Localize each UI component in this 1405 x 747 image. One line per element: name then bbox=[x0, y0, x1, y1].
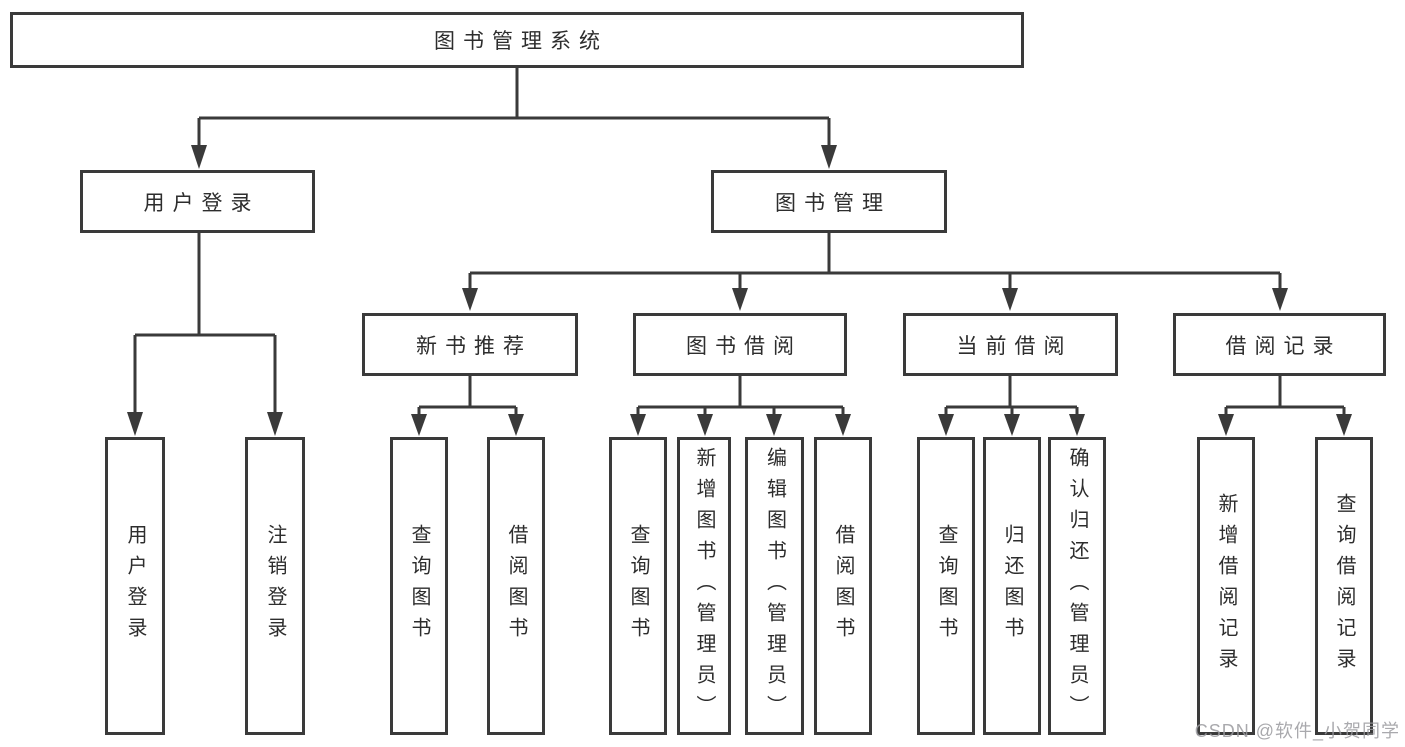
leaf-borrow-books-recommend: 借阅图书 bbox=[487, 437, 545, 735]
leaf-logout: 注销登录 bbox=[245, 437, 305, 735]
node-book-management: 图书管理 bbox=[711, 170, 947, 233]
node-borrow-records: 借阅记录 bbox=[1173, 313, 1386, 376]
node-new-book-recommend: 新书推荐 bbox=[362, 313, 578, 376]
leaf-borrow-books: 借阅图书 bbox=[814, 437, 872, 735]
node-book-borrowing: 图书借阅 bbox=[633, 313, 847, 376]
leaf-add-borrow-record: 新增借阅记录 bbox=[1197, 437, 1255, 735]
leaf-confirm-return-admin: 确认归还（管理员） bbox=[1048, 437, 1106, 735]
node-library-system: 图书管理系统 bbox=[10, 12, 1024, 68]
leaf-return-books: 归还图书 bbox=[983, 437, 1041, 735]
leaf-add-books-admin: 新增图书（管理员） bbox=[677, 437, 731, 735]
leaf-user-login: 用户登录 bbox=[105, 437, 165, 735]
leaf-query-borrow-record: 查询借阅记录 bbox=[1315, 437, 1373, 735]
leaf-query-books-borrowing: 查询图书 bbox=[609, 437, 667, 735]
leaf-query-books-recommend: 查询图书 bbox=[390, 437, 448, 735]
leaf-query-books-current: 查询图书 bbox=[917, 437, 975, 735]
leaf-edit-books-admin: 编辑图书（管理员） bbox=[745, 437, 804, 735]
node-user-login: 用户登录 bbox=[80, 170, 315, 233]
node-current-borrowing: 当前借阅 bbox=[903, 313, 1118, 376]
